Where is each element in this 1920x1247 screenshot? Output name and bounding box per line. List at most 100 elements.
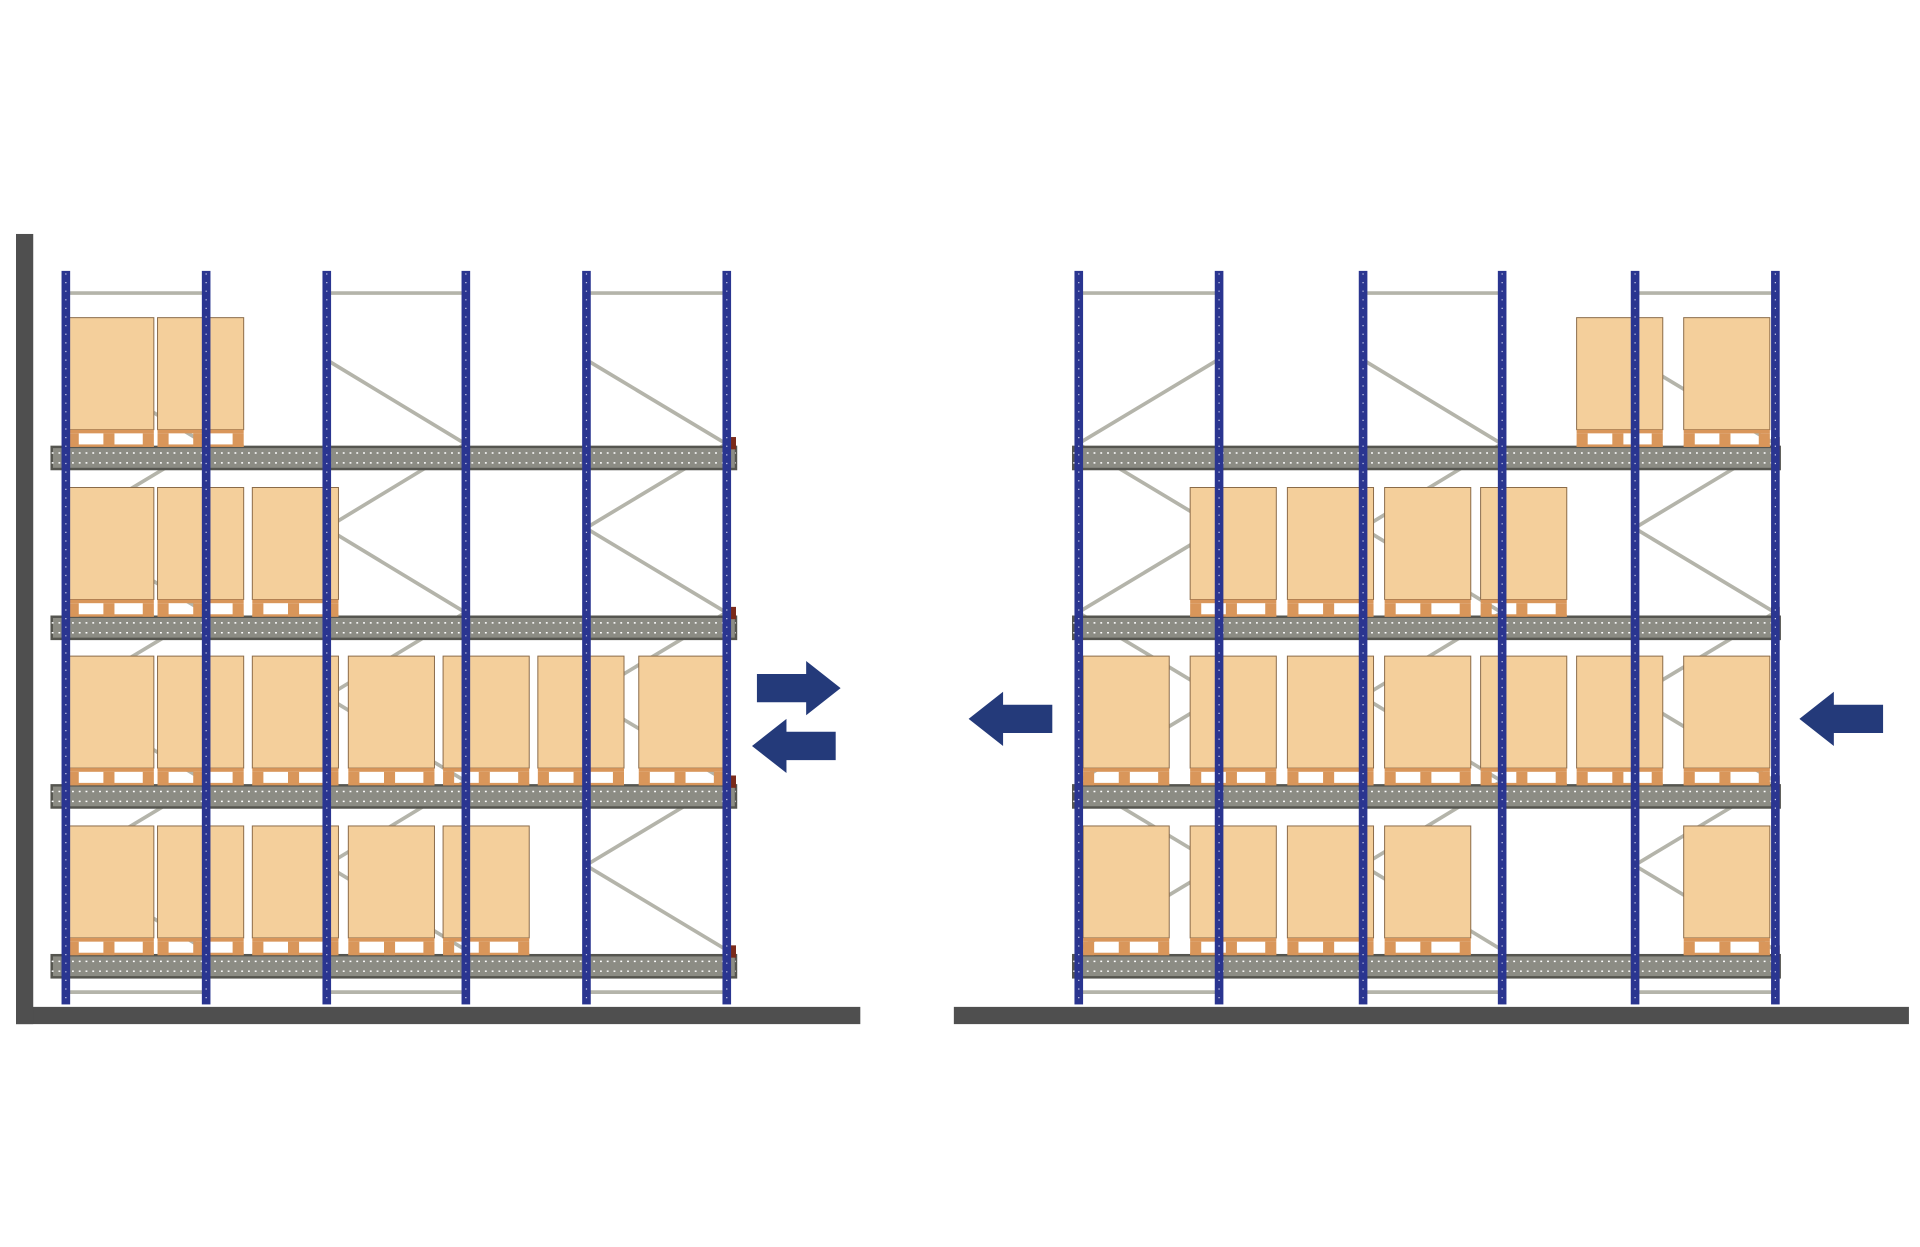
pallet-base — [1480, 782, 1567, 786]
pallet-base — [1083, 782, 1170, 786]
pallet-block — [348, 771, 360, 786]
pallet-base — [1083, 952, 1170, 956]
brake-stop — [727, 437, 736, 450]
pallet-block — [1459, 603, 1471, 617]
pallet-deck — [443, 937, 530, 942]
pallet-block — [1265, 771, 1277, 786]
pallet-base — [157, 444, 244, 447]
pallet-base — [1384, 614, 1471, 617]
pallet-load-box — [67, 487, 155, 600]
upright — [1497, 270, 1507, 1005]
pallet-block — [1225, 941, 1237, 956]
pallet-block — [443, 771, 455, 786]
arrow-left-entry-icon — [1799, 691, 1884, 746]
pallet-block — [1420, 941, 1432, 956]
pallet-block — [1480, 603, 1492, 617]
pallet-deck — [1683, 937, 1770, 942]
pallet-deck — [1287, 937, 1374, 942]
pallet-block — [1651, 771, 1663, 786]
pallet-deck — [348, 937, 435, 942]
pallet-block — [1683, 433, 1695, 447]
pallet-block — [1420, 771, 1432, 786]
pallet-block — [1158, 941, 1170, 956]
pallet-load-box — [442, 655, 530, 769]
roller-beam — [50, 784, 738, 809]
pallet-base — [157, 614, 244, 617]
pallet-block — [157, 941, 169, 956]
right-rack — [953, 270, 1909, 1025]
pallet-block — [638, 771, 650, 786]
pallet-base — [1576, 782, 1663, 786]
pallet-block — [1265, 603, 1277, 617]
pallet-block — [157, 603, 169, 617]
pallet-deck — [1480, 599, 1567, 604]
upright — [1771, 270, 1780, 1005]
pallet-load-box — [1576, 655, 1664, 769]
pallet-deck — [1190, 768, 1277, 772]
pallet-block — [142, 941, 154, 956]
pallet-base — [67, 952, 154, 956]
pallet-block — [1265, 941, 1277, 956]
pallet-block — [1516, 771, 1528, 786]
pallet-block — [423, 771, 435, 786]
brake-stop — [727, 945, 736, 958]
pallet-block — [142, 603, 154, 617]
brake-stop — [727, 775, 736, 788]
pallet-block — [1118, 941, 1130, 956]
pallet-base — [1683, 444, 1770, 447]
pallet-block — [537, 771, 549, 786]
pallet-deck — [1083, 768, 1170, 772]
pallet-block — [1420, 603, 1432, 617]
pallet-load-box — [1189, 655, 1277, 769]
pallet-block — [1362, 771, 1374, 786]
pallet-deck — [1287, 768, 1374, 772]
pallet-block — [478, 771, 490, 786]
pallet-block — [1287, 941, 1299, 956]
pallet-block — [1758, 941, 1770, 956]
pallet-deck — [443, 768, 530, 772]
pallet-deck — [1480, 768, 1567, 772]
pallet-block — [67, 941, 79, 956]
pallet-base — [348, 782, 435, 786]
pallet-block — [1323, 771, 1335, 786]
left-rack — [16, 233, 861, 1025]
pallet-base — [252, 614, 339, 617]
pallet-block — [67, 433, 79, 447]
pallet-deck — [1287, 599, 1374, 604]
pallet-block — [713, 771, 725, 786]
pallet-load-box — [1480, 487, 1568, 600]
pallet-load-box — [638, 655, 726, 769]
pallet-load-box — [67, 655, 155, 769]
pallet-deck — [157, 599, 244, 604]
pallet-block — [384, 771, 396, 786]
pallet-base — [1190, 614, 1277, 617]
pallet-block — [1683, 771, 1695, 786]
arrow-left-exit-icon — [968, 691, 1053, 746]
upright — [1358, 270, 1368, 1005]
pallet-deck — [1384, 768, 1471, 772]
pallet-load-box — [157, 317, 245, 431]
arrow-left-icon — [752, 718, 836, 774]
floor — [953, 1006, 1909, 1025]
pallet-block — [518, 771, 530, 786]
pallet-block — [193, 433, 205, 447]
pallet-block — [1362, 941, 1374, 956]
pallet-deck — [67, 599, 154, 604]
pallet-load-box — [1384, 655, 1472, 769]
pallet-block — [232, 941, 244, 956]
pallet-base — [1683, 782, 1770, 786]
pallet-block — [67, 771, 79, 786]
roller-beam — [50, 445, 738, 471]
pallet-deck — [252, 768, 339, 772]
pallet-block — [327, 941, 339, 956]
pallet-block — [1576, 771, 1588, 786]
pallet-block — [1683, 941, 1695, 956]
roller-beam — [1072, 953, 1781, 979]
pallet-load-box — [157, 487, 245, 600]
pallet-block — [478, 941, 490, 956]
upright — [201, 270, 211, 1005]
pallet-deck — [1576, 429, 1663, 434]
pallet-block — [252, 603, 264, 617]
pallet-block — [193, 941, 205, 956]
pallet-base — [1384, 782, 1471, 786]
